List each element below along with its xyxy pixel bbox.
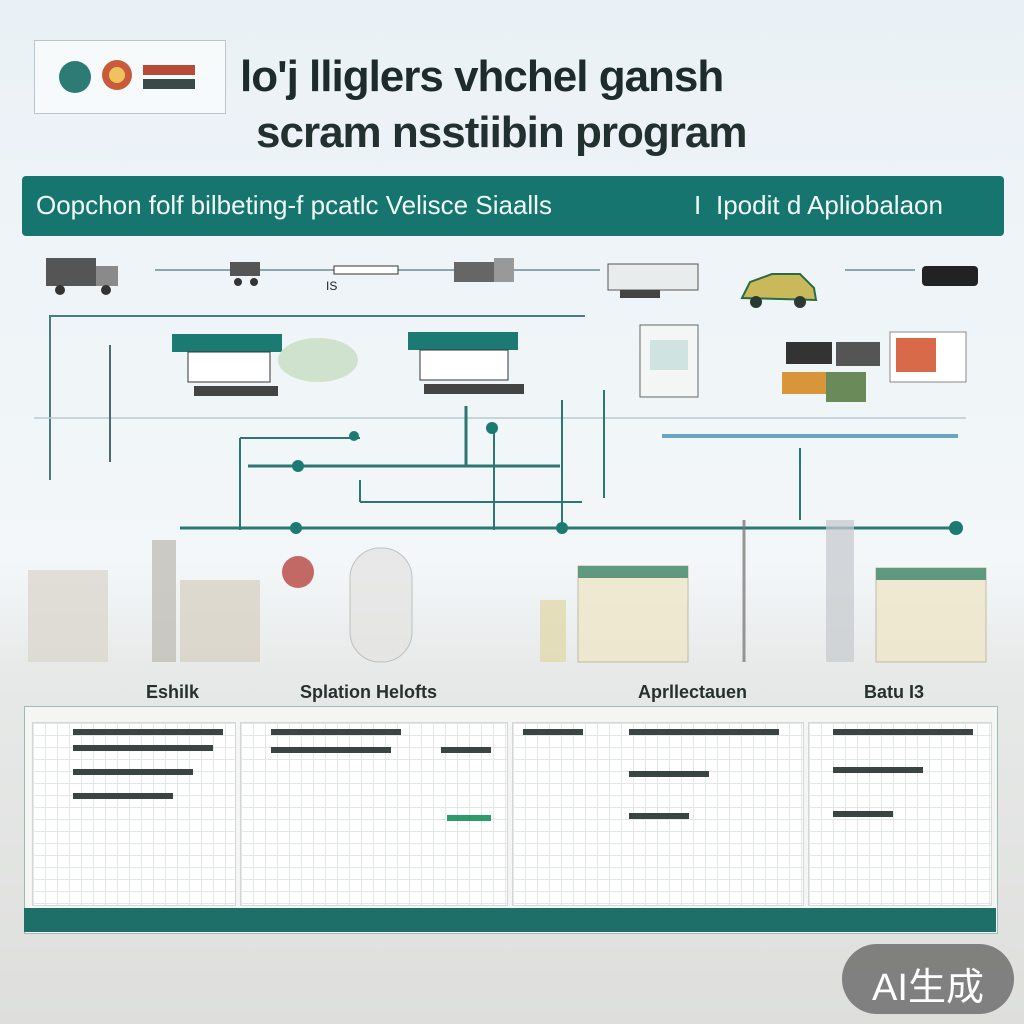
suv-icon <box>922 266 978 286</box>
banner-left-text: Oopchon folf bilbeting-f pcatlc Velisce … <box>36 190 552 220</box>
bus-icon <box>607 263 699 298</box>
column-header: Batu I3 <box>864 682 925 702</box>
banner-separator: I <box>694 190 702 220</box>
train-icon <box>454 258 514 282</box>
data-sheet <box>240 722 508 906</box>
data-sheet <box>32 722 236 906</box>
city-skyline <box>28 520 987 663</box>
banner <box>22 176 1004 236</box>
taxi-icon <box>740 273 818 308</box>
station-card <box>172 334 358 396</box>
panel-footer-bar <box>24 908 996 932</box>
flow-marker-label: IS <box>326 279 337 293</box>
page-subtitle: scram nsstiibin program <box>256 108 747 157</box>
banner-right-text: Ipodit d Apliobalaon <box>716 190 943 220</box>
logo <box>34 40 226 114</box>
column-header: Eshilk <box>146 682 200 702</box>
emblem-icon <box>59 60 195 93</box>
page-title: lo'j lliglers vhchel gansh <box>240 52 724 101</box>
track-block <box>333 265 399 275</box>
column-header: Aprllectauen <box>638 682 748 702</box>
station-card <box>408 332 524 394</box>
photo-collage <box>782 331 967 402</box>
truck-icon <box>46 258 118 295</box>
column-header: Splation Helofts <box>300 682 438 702</box>
car-icon <box>230 262 260 286</box>
document-card <box>639 324 699 398</box>
ai-generated-label: AI生成 <box>872 967 984 1009</box>
ai-generated-badge <box>842 944 1014 1014</box>
flow-diagram: IS <box>28 258 987 663</box>
data-sheet <box>808 722 992 906</box>
data-sheet <box>512 722 804 906</box>
